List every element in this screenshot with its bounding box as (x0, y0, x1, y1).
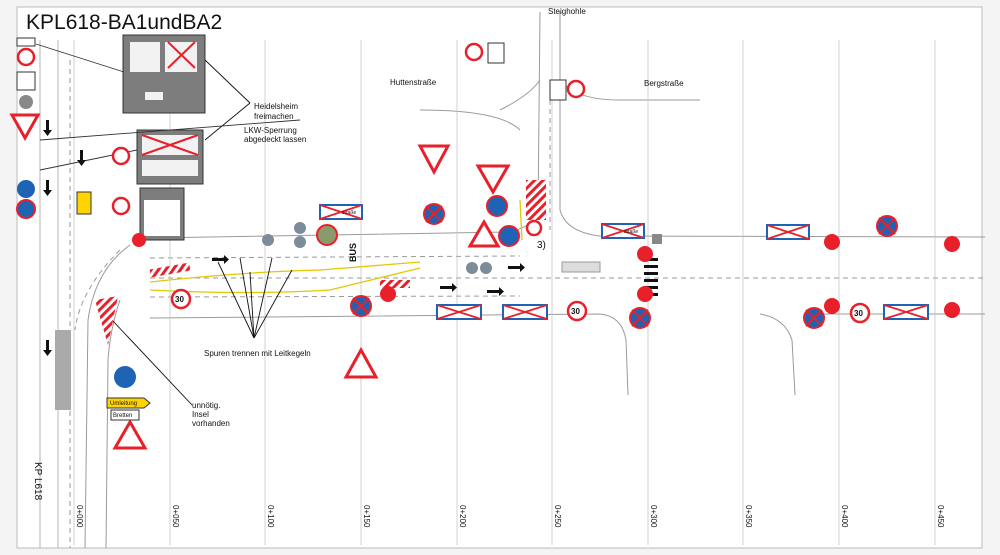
no-parking-icon (132, 233, 146, 247)
yield-signs (9, 113, 511, 196)
annotation-insel-1: unnötig. (192, 401, 220, 410)
small-plates (16, 37, 662, 244)
no-truck-sign-icon (16, 47, 36, 67)
lane-arrows (43, 120, 525, 356)
chainage-label: 0+100 (266, 505, 275, 528)
no-parking-icon (824, 234, 840, 250)
no-stopping-icon (16, 199, 36, 219)
reference-3: 3) (537, 240, 546, 251)
speed-limit-value: 30 (175, 295, 184, 304)
no-stopping-icon (486, 195, 508, 217)
speed-limit-value: 30 (571, 307, 580, 316)
chainage-label: 0+450 (936, 505, 945, 528)
no-truck-sign-icon (111, 196, 131, 216)
chainage-label: 0+150 (362, 505, 371, 528)
chainage-label: 0+350 (744, 505, 753, 528)
arrow-down-icon (19, 95, 33, 109)
warning-signs (112, 219, 501, 450)
no-truck-sign-icon (111, 146, 131, 166)
signboard-heidelsheim (122, 34, 206, 114)
no-truck-sign-icon (566, 79, 586, 99)
road-label: KP L618 (32, 462, 43, 501)
chainage-label: 0+250 (553, 505, 562, 528)
chainage-label: 0+300 (649, 505, 658, 528)
plan-title: KPL618-BA1undBA2 (26, 11, 222, 34)
chainage-label: 0+050 (171, 505, 180, 528)
annotation-lkw-1: LKW-Sperrung (244, 126, 297, 135)
yield-sign-icon (9, 113, 41, 142)
warning-sign-icon (467, 219, 501, 248)
annotation-lkw-2: abgedeckt lassen (244, 135, 306, 144)
roadworks-sign-icon (343, 346, 379, 379)
no-parking-icon (637, 286, 653, 302)
signal-discs (262, 222, 492, 274)
chainage-label: 0+400 (840, 505, 849, 528)
no-parking-icon (380, 286, 396, 302)
roadworks-sign-icon (112, 418, 148, 450)
lane-markings (69, 60, 985, 548)
street-steighohle: Steighohle (548, 7, 586, 16)
yield-sign-icon (475, 164, 511, 196)
traffic-island (55, 330, 71, 410)
no-parking-icon (824, 298, 840, 314)
hatched-island (95, 296, 118, 345)
no-parking-signs (132, 233, 960, 318)
barrier-vertical (526, 180, 546, 220)
street-bergstrasse: Bergstraße (644, 79, 684, 88)
annotation-insel-3: vorhanden (192, 419, 230, 428)
detour-sign: Umleitung Bretten (106, 397, 151, 421)
no-entry-sign-icon (525, 219, 543, 237)
street-plate-label: straße (342, 210, 356, 216)
signboard-direction (139, 187, 185, 241)
speed-limit-value: 30 (854, 309, 863, 318)
detour-destination: Bretten (113, 413, 132, 419)
signboard-lkw (136, 129, 204, 185)
prohibition-signs (16, 42, 586, 237)
annotation-spuren: Spuren trennen mit Leitkegeln (204, 349, 311, 358)
barrier-bar-2 (380, 280, 410, 288)
barrier-bar (149, 262, 191, 278)
annotation-insel-2: Insel (192, 410, 209, 419)
bus-lane-marking: BUS (348, 243, 358, 262)
annotation-leaders (35, 43, 301, 406)
turn-sign-icon (17, 180, 35, 198)
no-truck-sign-icon (464, 42, 484, 62)
annotation-heidelsheim-1: Heidelsheim (254, 102, 298, 111)
street-huttenstrasse: Huttenstraße (390, 78, 437, 87)
chainage-label: 0+000 (75, 505, 84, 528)
chainage-label: 0+200 (458, 505, 467, 528)
chainage-labels: 0+000 0+050 0+100 0+150 0+200 0+250 0+30… (75, 505, 945, 528)
hatched-area (561, 261, 601, 273)
speed-limit-signs: 30 30 30 (170, 288, 871, 324)
no-stopping-icon (498, 225, 520, 247)
detour-label: Umleitung (110, 401, 137, 407)
direction-sign-icon (114, 366, 136, 388)
crossed-out-marks (352, 205, 896, 327)
yield-sign-icon (417, 144, 451, 176)
street-plate-label: straße (624, 229, 638, 235)
annotation-heidelsheim-2: freimachen (254, 112, 294, 121)
no-parking-icon (944, 302, 960, 318)
no-parking-icon (637, 246, 653, 262)
no-parking-icon (944, 236, 960, 252)
street-plates: straße straße (319, 204, 929, 320)
